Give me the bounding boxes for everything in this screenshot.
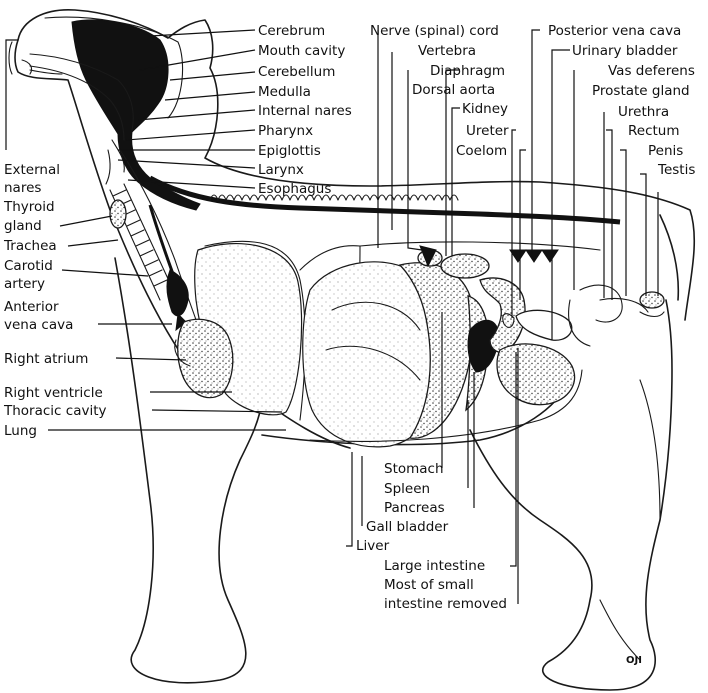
label-urinary-bladder: Urinary bladder xyxy=(572,43,678,59)
kidney xyxy=(441,254,489,278)
label-rectum: Rectum xyxy=(628,123,680,139)
label-vas-deferens: Vas deferens xyxy=(608,63,695,79)
label-internal-nares: Internal nares xyxy=(258,103,352,119)
testis xyxy=(640,292,664,308)
label-anterior-vena-cava-line2: vena cava xyxy=(4,317,73,333)
label-external-nares-line1: External xyxy=(4,162,60,178)
label-large-intestine: Large intestine xyxy=(384,558,485,574)
abdomen-organs xyxy=(303,242,664,447)
label-urethra: Urethra xyxy=(618,104,669,120)
label-small-intestine-line2: intestine removed xyxy=(384,596,507,612)
label-diaphragm: Diaphragm xyxy=(430,63,505,79)
label-medulla: Medulla xyxy=(258,84,311,100)
label-nerve-cord: Nerve (spinal) cord xyxy=(370,23,499,39)
label-liver: Liver xyxy=(356,538,390,554)
label-ureter: Ureter xyxy=(466,123,509,139)
label-prostate-gland: Prostate gland xyxy=(592,83,690,99)
label-stomach: Stomach xyxy=(384,461,444,477)
label-lung: Lung xyxy=(4,423,37,439)
label-thoracic-cavity: Thoracic cavity xyxy=(3,403,107,419)
label-kidney: Kidney xyxy=(462,101,508,117)
label-thyroid-gland-line2: gland xyxy=(4,218,42,234)
label-gall-bladder: Gall bladder xyxy=(366,519,449,535)
label-trachea: Trachea xyxy=(3,238,57,254)
label-pancreas: Pancreas xyxy=(384,500,445,516)
heart xyxy=(178,319,233,397)
vertebrae xyxy=(210,195,458,200)
label-thyroid-gland-line1: Thyroid xyxy=(3,199,55,215)
label-penis: Penis xyxy=(648,143,683,159)
label-external-nares-line2: nares xyxy=(4,180,41,196)
label-dorsal-aorta: Dorsal aorta xyxy=(412,82,495,98)
label-esophagus: Esophagus xyxy=(258,181,331,197)
label-carotid-artery-line1: Carotid xyxy=(4,258,53,274)
label-pharynx: Pharynx xyxy=(258,123,313,139)
label-right-atrium: Right atrium xyxy=(4,351,88,367)
label-cerebellum: Cerebellum xyxy=(258,64,335,80)
label-larynx: Larynx xyxy=(258,162,304,178)
label-small-intestine-line1: Most of small xyxy=(384,577,474,593)
label-spleen: Spleen xyxy=(384,481,430,497)
artist-signature: OJI xyxy=(626,655,642,666)
label-testis: Testis xyxy=(657,162,695,178)
label-vertebra: Vertebra xyxy=(418,43,476,59)
label-carotid-artery-line2: artery xyxy=(4,276,45,292)
label-right-ventricle: Right ventricle xyxy=(4,385,103,401)
label-posterior-vena-cava: Posterior vena cava xyxy=(548,23,681,39)
label-coelom: Coelom xyxy=(456,143,507,159)
spinal-cord xyxy=(150,178,620,222)
urinary-bladder xyxy=(497,344,575,405)
label-mouth-cavity: Mouth cavity xyxy=(258,43,345,59)
label-anterior-vena-cava-line1: Anterior xyxy=(4,299,59,315)
label-cerebrum: Cerebrum xyxy=(258,23,325,39)
label-epiglottis: Epiglottis xyxy=(258,143,321,159)
